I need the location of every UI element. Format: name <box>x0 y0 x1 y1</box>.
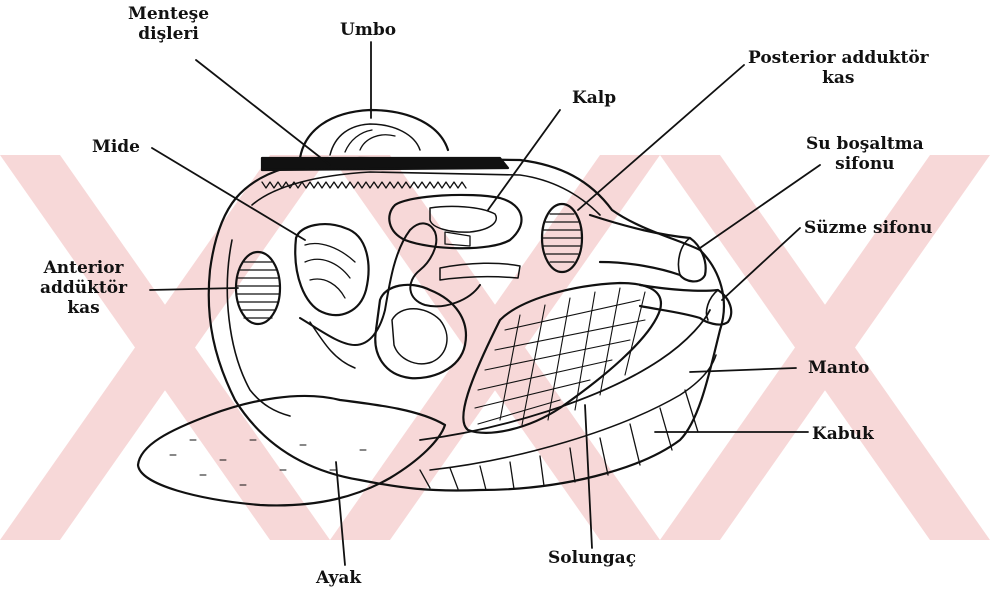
label-anterior: Anterior addüktör kas <box>40 258 127 318</box>
label-su-bosaltma-line1: Su boşaltma <box>806 134 924 154</box>
hinge-teeth <box>262 182 466 188</box>
label-solungac: Solungaç <box>548 548 636 568</box>
shell-outline <box>209 158 724 491</box>
label-kalp: Kalp <box>572 88 616 108</box>
heart <box>389 195 521 248</box>
label-posterior: Posterior adduktör kas <box>748 48 929 88</box>
intestine <box>300 223 480 345</box>
label-menteshe: Menteşe dişleri <box>128 4 209 44</box>
label-ayak: Ayak <box>316 568 361 588</box>
label-menteshe-line1: Menteşe <box>128 4 209 24</box>
label-suzme: Süzme sifonu <box>804 218 932 238</box>
label-posterior-line1: Posterior adduktör <box>748 48 929 68</box>
gill <box>463 283 661 433</box>
excurrent-siphon <box>590 215 706 281</box>
stomach <box>295 224 368 315</box>
umbo-shape <box>300 110 448 158</box>
label-anterior-line3: kas <box>40 298 127 318</box>
label-su-bosaltma-line2: sifonu <box>806 154 924 174</box>
label-menteshe-line2: dişleri <box>128 24 209 44</box>
label-anterior-line2: addüktör <box>40 278 127 298</box>
foot <box>138 396 445 505</box>
label-umbo: Umbo <box>340 20 396 40</box>
label-anterior-line1: Anterior <box>40 258 127 278</box>
label-posterior-line2: kas <box>748 68 929 88</box>
label-mide: Mide <box>92 137 140 157</box>
anterior-adductor <box>236 252 280 324</box>
label-manto: Manto <box>808 358 869 378</box>
label-kabuk: Kabuk <box>812 424 874 444</box>
label-su-bosaltma: Su boşaltma sifonu <box>806 134 924 174</box>
